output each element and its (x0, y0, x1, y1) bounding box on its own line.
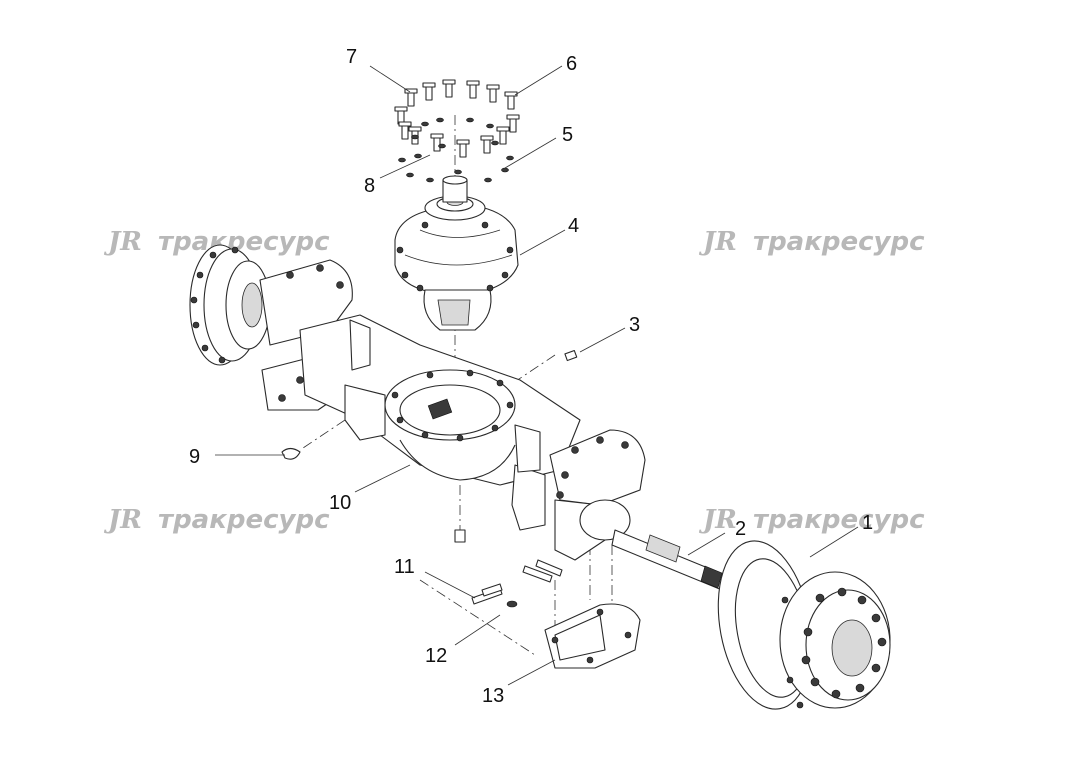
watermark-text: тракресурс (158, 227, 330, 257)
callout-1: 1 (862, 512, 873, 534)
callout-6: 6 (566, 53, 577, 75)
callout-11: 11 (394, 556, 415, 578)
callout-12: 12 (425, 645, 447, 667)
callout-labels: 7 6 5 8 4 3 9 10 2 1 11 12 13 (189, 46, 873, 707)
half-shaft (611, 529, 726, 591)
watermark-logo: JR (698, 505, 737, 535)
right-hub-carrier (549, 429, 646, 561)
watermark-logo: JR (103, 227, 142, 257)
brake-disc-hub (717, 540, 891, 710)
callout-4: 4 (568, 215, 579, 237)
axle-housing (299, 314, 581, 543)
callout-3: 3 (629, 314, 640, 336)
brake-caliper (544, 603, 641, 669)
watermark-top-right: JR тракресурс (698, 227, 925, 257)
callout-5: 5 (562, 124, 573, 146)
callout-8: 8 (364, 175, 375, 197)
watermark-text: тракресурс (753, 505, 925, 535)
bolt-ring-upper (394, 79, 520, 183)
watermark-bottom-left: JR тракресурс (103, 505, 330, 535)
watermark-logo: JR (698, 227, 737, 257)
callout-2: 2 (735, 518, 746, 540)
small-fasteners (281, 349, 578, 608)
watermark-bottom-right: JR тракресурс (698, 505, 925, 535)
differential-carrier (394, 175, 519, 331)
watermark-top-left: JR тракресурс (103, 227, 330, 257)
leader-lines (215, 65, 859, 686)
callout-10: 10 (329, 492, 351, 514)
watermark-text: тракресурс (158, 505, 330, 535)
watermark-logo: JR (103, 505, 142, 535)
left-wheel-hub (189, 244, 353, 411)
callout-7: 7 (346, 46, 357, 68)
watermark-text: тракресурс (753, 227, 925, 257)
callout-13: 13 (482, 685, 504, 707)
callout-9: 9 (189, 446, 200, 468)
